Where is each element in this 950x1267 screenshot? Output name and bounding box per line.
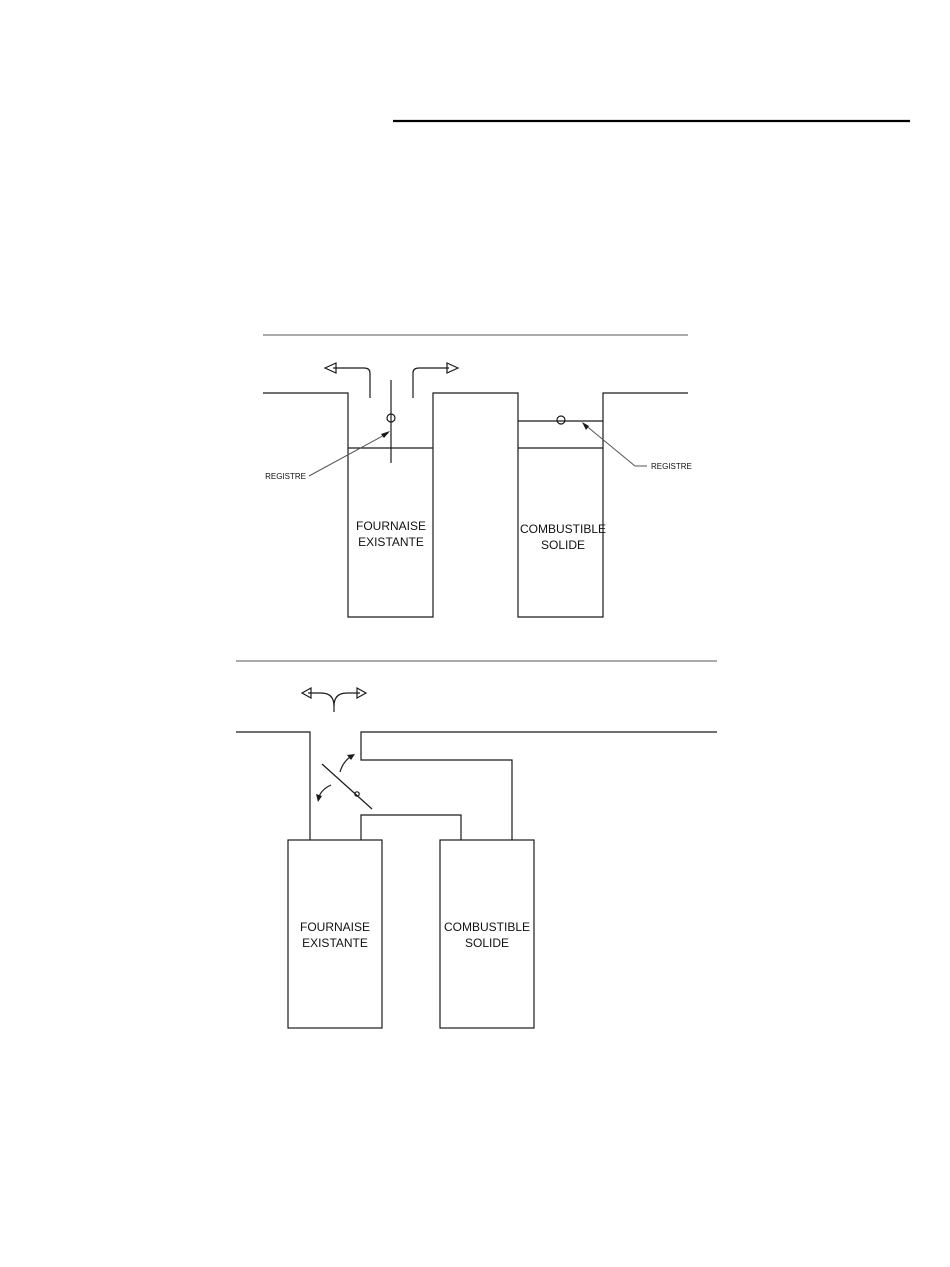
duct-right-bottom [361, 732, 717, 840]
solid-fuel-label-bottom-line2: SOLIDE [465, 936, 509, 950]
duct-outline-top [263, 393, 688, 617]
furnace-label-top-line1: FOURNAISE [356, 519, 426, 533]
supply-arrow-right-stem [334, 693, 360, 706]
diagonal-damper [322, 764, 372, 809]
leader-right [584, 424, 647, 466]
solid-fuel-box-bottom [440, 840, 534, 1028]
damper-right-pivot [557, 416, 565, 424]
rotation-arrow-lower-head-icon [316, 794, 322, 802]
leader-right-arrowhead-icon [582, 422, 589, 430]
supply-arrow-left-stem [308, 693, 334, 706]
furnace-label-bottom-line1: FOURNAISE [300, 920, 370, 934]
leader-left-arrowhead-icon [381, 431, 390, 438]
furnace-box-bottom [288, 840, 382, 1028]
solid-fuel-label-top-line1: COMBUSTIBLE [520, 522, 606, 536]
connector-duct [361, 815, 461, 840]
diagram-bottom: FOURNAISE EXISTANTE COMBUSTIBLE SOLIDE [236, 661, 717, 1028]
solid-fuel-label-top-line2: SOLIDE [541, 538, 585, 552]
damper-label-left: REGISTRE [265, 472, 306, 481]
furnace-label-bottom-line2: EXISTANTE [302, 936, 368, 950]
diagram-top: REGISTRE REGISTRE FOURNAISE EXISTANTE CO… [263, 335, 692, 617]
furnace-label-top-line2: EXISTANTE [358, 535, 424, 549]
solid-fuel-label-bottom-line1: COMBUSTIBLE [444, 920, 530, 934]
damper-label-right: REGISTRE [651, 462, 692, 471]
duct-left-bottom [236, 732, 310, 840]
